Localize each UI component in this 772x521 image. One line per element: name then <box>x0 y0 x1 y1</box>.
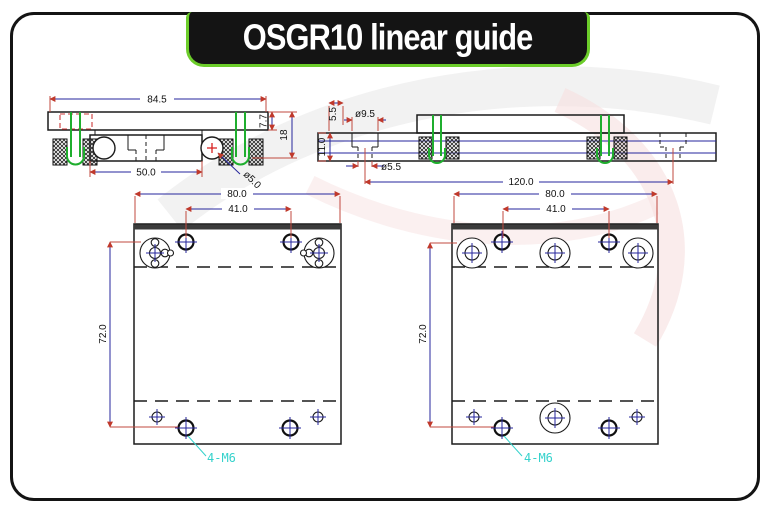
leader-roller-dia <box>217 152 241 175</box>
carriage-plate-outline <box>133 223 342 445</box>
extension-lines <box>430 196 658 428</box>
dim-width-label: 80.0 <box>227 189 247 200</box>
rail-counterbore <box>127 135 165 151</box>
screw-studs <box>70 112 246 157</box>
hole-crosshairs <box>462 231 648 439</box>
watermark-swoosh <box>157 66 720 231</box>
rail-plate-outline <box>451 223 659 445</box>
roller-notch <box>166 249 175 257</box>
hidden-edge-lines <box>134 266 341 402</box>
label-bg <box>540 203 572 214</box>
dim-rail-height-label: 11.0 <box>317 137 328 156</box>
dim-hole-pitch-label: 120.0 <box>508 177 533 188</box>
bearing-hatch <box>445 136 460 160</box>
label-bg <box>131 166 161 178</box>
label-bg <box>140 93 174 105</box>
label-bg <box>539 188 571 199</box>
dim-hole-spacing-y-label: 72.0 <box>98 324 109 344</box>
watermark-swoosh <box>305 176 660 245</box>
hidden-edge-lines <box>452 266 658 402</box>
rail-side-view: 5.5 ø9.5 11.0 ø5.5 120.0 <box>317 100 717 188</box>
dim-total-height-label: 18 <box>279 129 290 141</box>
label-bg <box>221 188 253 199</box>
dim-width-label: 84.5 <box>147 95 167 106</box>
counterbore-left <box>351 133 379 148</box>
dim-hole-spacing-x-label: 41.0 <box>228 204 248 215</box>
screw-studs <box>432 115 610 156</box>
dim-width-label: 80.0 <box>545 189 565 200</box>
dim-hole-dia-label: ø5.5 <box>381 162 401 173</box>
dim-rail-width-label: 50.0 <box>136 168 156 179</box>
screw-stud-tips <box>428 148 614 164</box>
front-section-view: 84.5 50.0 7.7 18 ø5.0 <box>47 93 297 192</box>
carriage-block <box>416 114 625 134</box>
carriage-plan-view: 80.0 41.0 72.0 4-M6 <box>98 188 342 465</box>
roller-center-mark <box>207 143 217 153</box>
rail-counterbore-hidden <box>135 135 157 161</box>
dim-hole-spacing-x-label: 41.0 <box>546 204 566 215</box>
thread-leader <box>187 435 207 457</box>
extension-lines <box>110 196 341 428</box>
hidden-screw-hole <box>59 113 93 130</box>
carriage-plate <box>47 111 269 131</box>
label-bg <box>222 203 254 214</box>
watermark <box>157 66 720 347</box>
watermark-swoosh <box>554 88 685 347</box>
rail-plan-view: 80.0 41.0 72.0 4-M6 <box>418 188 659 465</box>
hole-crosshairs <box>146 231 328 439</box>
dim-hole-spacing-y-label: 72.0 <box>418 324 429 344</box>
roller-left <box>92 136 116 160</box>
screw-stud-tips <box>66 147 250 166</box>
label-bg <box>503 176 539 187</box>
bearing-hatch <box>613 136 628 160</box>
title-banner: OSGR10 linear guide <box>186 12 590 67</box>
bearing-hatch <box>418 136 433 160</box>
thread-leader <box>503 435 523 457</box>
page-title: OSGR10 linear guide <box>243 17 534 58</box>
dim-cbore-dia-label: ø9.5 <box>355 109 375 120</box>
counterbore-left-hidden <box>357 147 373 161</box>
rail-grooves <box>318 140 716 154</box>
dim-plate-height-label: 7.7 <box>259 114 270 128</box>
bearing-hatch <box>586 136 601 160</box>
thread-label: 4-M6 <box>207 451 236 465</box>
bearing-hatch <box>248 138 264 166</box>
thread-label: 4-M6 <box>524 451 553 465</box>
counterbore-right-hidden <box>659 133 687 161</box>
roller-notch <box>299 249 308 257</box>
bearing-hatch <box>52 138 68 166</box>
dim-end-offset-label: 5.5 <box>328 107 339 121</box>
